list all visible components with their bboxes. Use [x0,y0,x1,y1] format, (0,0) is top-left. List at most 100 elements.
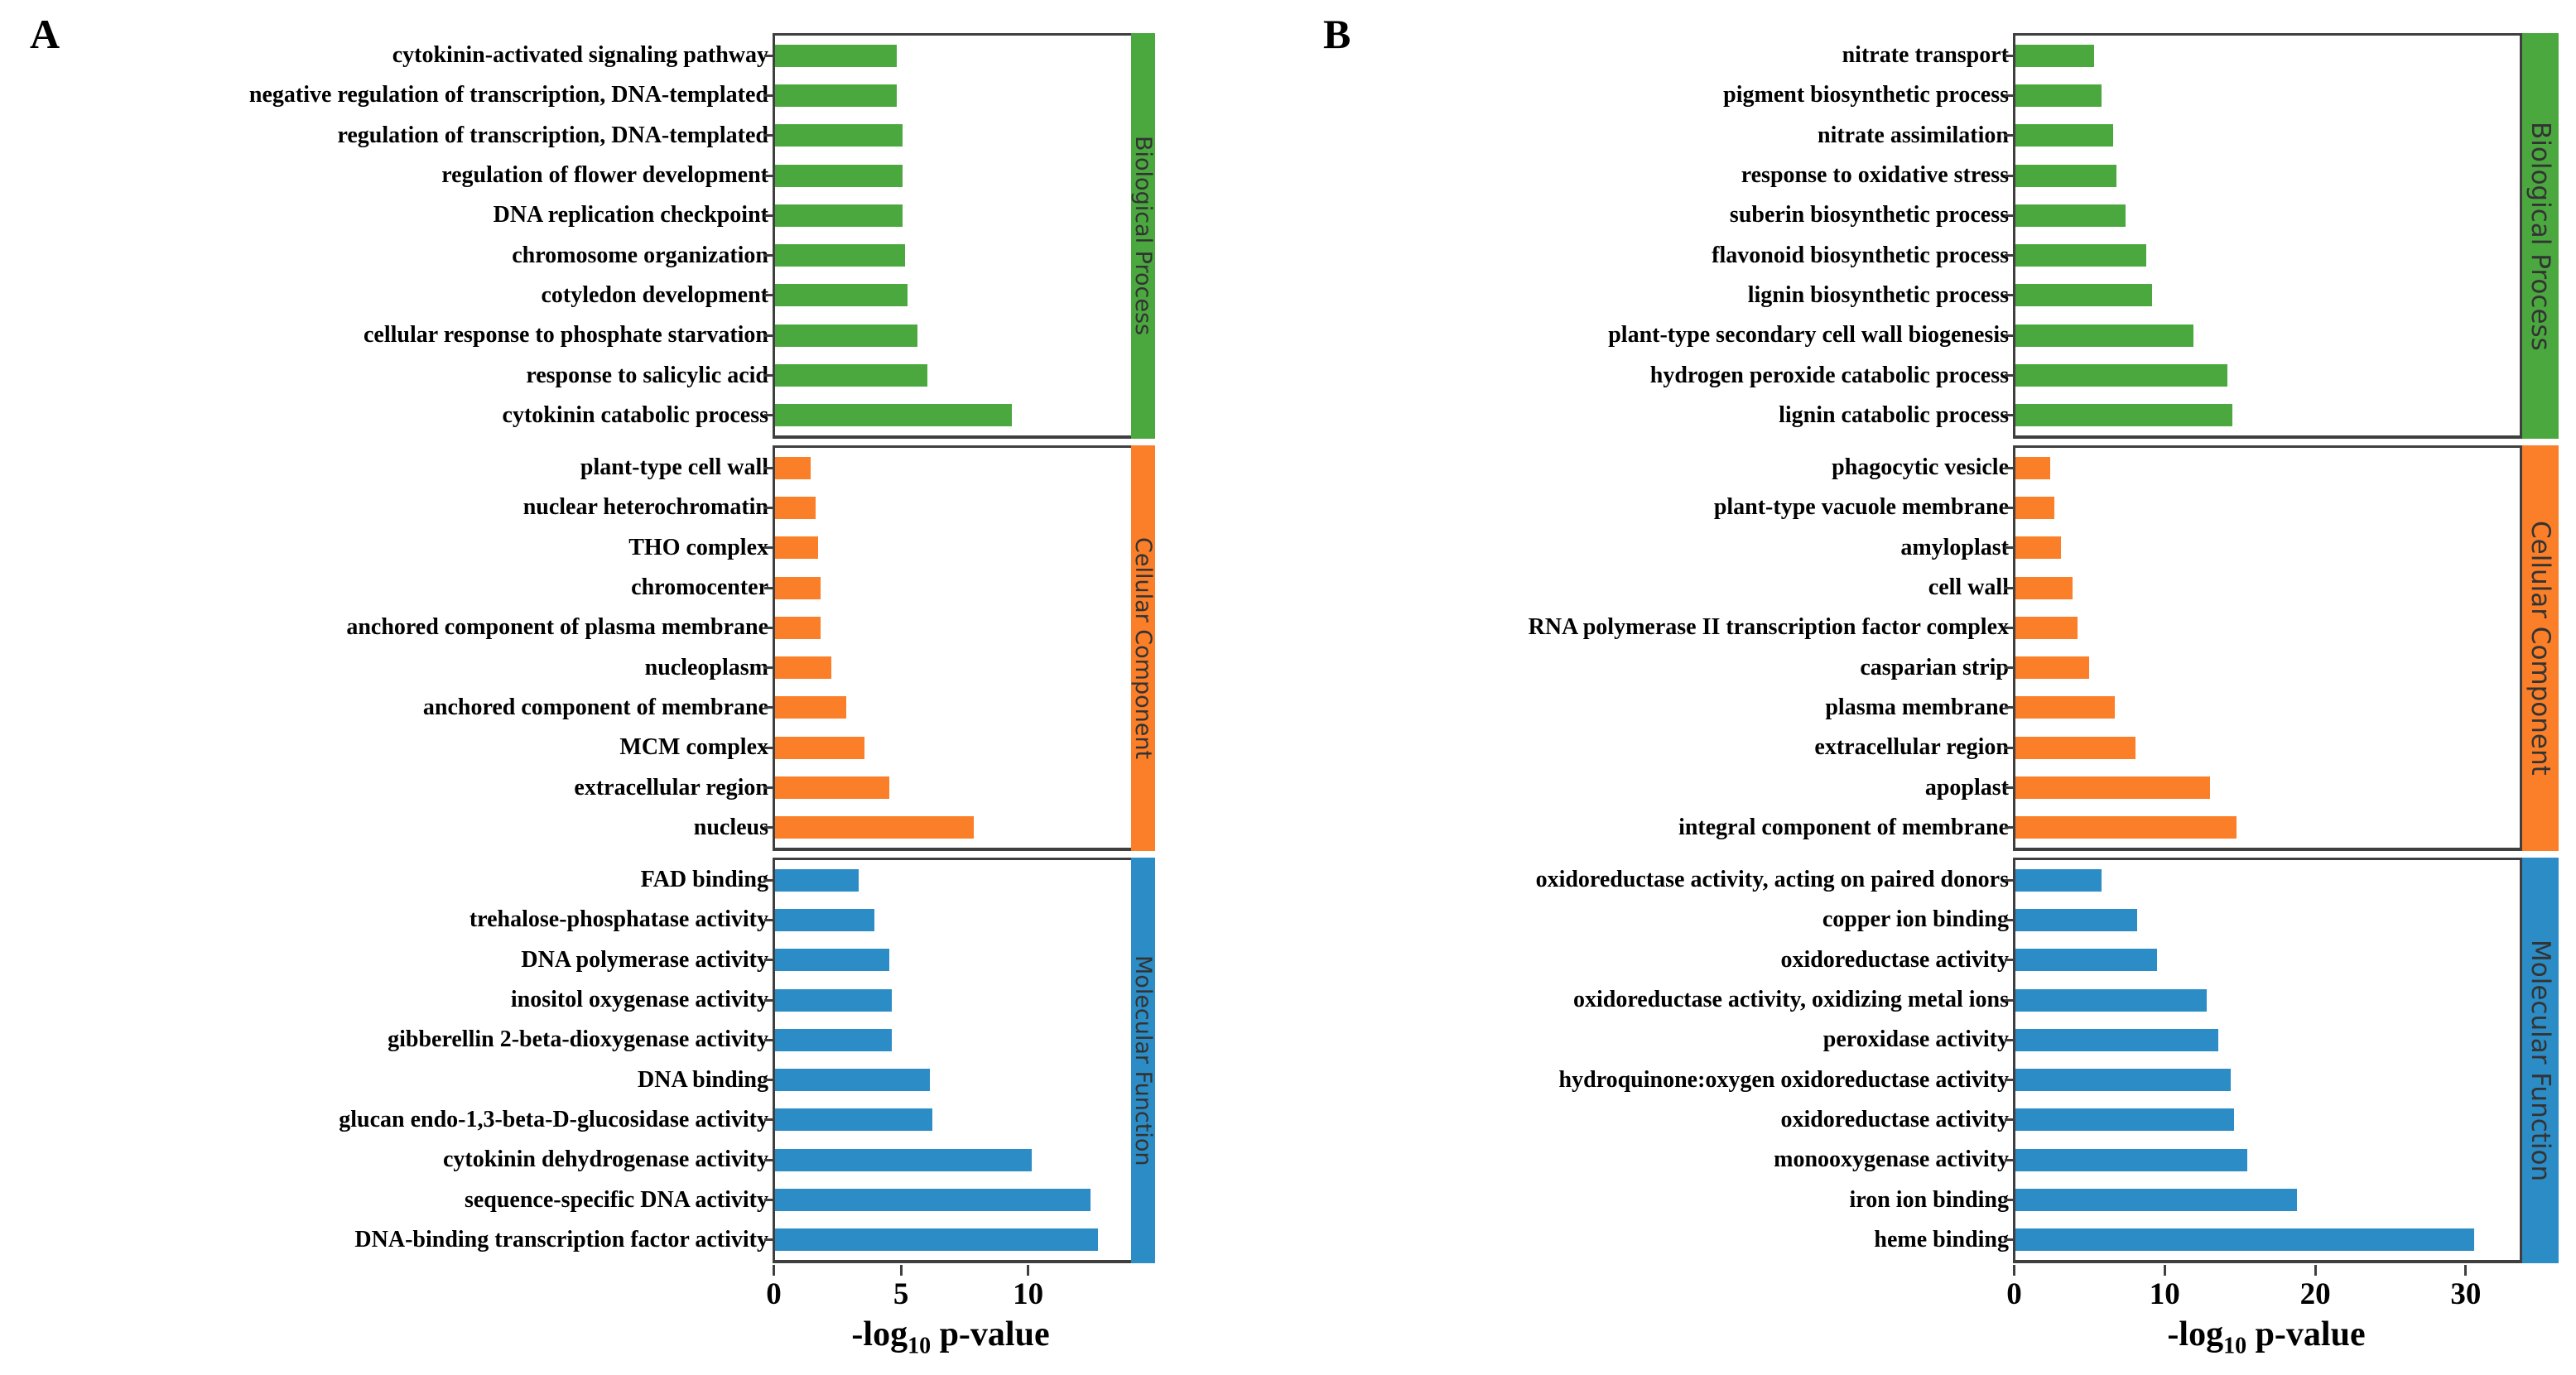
category-label: oxidoreductase activity, oxidizing metal… [1572,987,2009,1013]
bar [2015,1108,2234,1132]
category-label: extracellular region [574,774,768,800]
x-tick-label: 5 [893,1277,909,1311]
y-axis-tick [2005,294,2013,297]
bar [2015,404,2232,427]
bar [2015,536,2061,560]
bar [2015,496,2054,519]
y-axis-tick [764,918,773,921]
y-axis-tick [764,998,773,1002]
x-axis-tick [2464,1265,2468,1276]
bar [775,164,903,187]
panel-b-label: B [1323,11,1351,57]
bar [775,324,917,347]
bar [2015,1228,2474,1252]
bar [2015,868,2102,892]
plot-box-cellular-component [2013,445,2522,851]
group-strip-label: Cellular Component [2525,521,2555,776]
category-label: chromosome organization [512,242,768,268]
y-axis-tick [764,746,773,749]
group-strip: Cellular Component [2522,445,2559,851]
bar [2015,124,2113,147]
x-axis-title-subscript: 10 [908,1333,932,1359]
y-axis-tick [764,1158,773,1161]
y-axis-tick [2005,254,2013,257]
bar [2015,616,2078,639]
bar [2015,84,2102,107]
y-axis-tick [764,546,773,550]
category-label: nucleoplasm [644,654,768,680]
category-label: response to oxidative stress [1741,162,2009,189]
group-strip: Cellular Component [1130,445,1156,851]
category-label: glucan endo-1,3-beta-D-glucosidase activ… [339,1106,768,1132]
y-axis-tick [2005,586,2013,589]
category-label: nucleus [693,814,768,840]
category-label: peroxidase activity [1822,1026,2009,1053]
category-label: MCM complex [619,734,768,761]
bar [775,124,903,147]
y-axis-tick [764,214,773,217]
category-label: DNA binding [638,1066,768,1093]
y-axis-tick [2005,786,2013,790]
bar [775,1148,1032,1171]
y-axis-tick [764,414,773,417]
y-axis-tick [2005,1199,2013,1202]
x-axis-title-text: p-value [2246,1315,2366,1353]
category-label: response to salicylic acid [526,362,768,388]
category-label: THO complex [628,534,768,560]
bar [775,404,1012,427]
bar [2015,1069,2231,1092]
plot-box-cellular-component [773,445,1134,851]
category-label: amyloplast [1900,534,2009,560]
bar [2015,576,2073,599]
bar [2015,949,2157,972]
bar [2015,204,2126,227]
category-label: DNA polymerase activity [521,946,768,973]
group-strip-label: Molecular Function [1130,954,1156,1166]
category-label: plant-type vacuole membrane [1713,494,2009,521]
bar [2015,776,2210,800]
category-label: plant-type cell wall [580,454,768,481]
category-label: copper ion binding [1822,906,2009,933]
y-axis-tick [764,878,773,882]
y-axis-tick [764,586,773,589]
y-axis-tick [2005,626,2013,629]
category-label: regulation of flower development [441,162,768,189]
x-axis-tick [2314,1265,2317,1276]
plot-box-molecular-function [2013,858,2522,1263]
bar [775,1228,1098,1252]
y-axis-tick [764,666,773,670]
category-label: cotyledon development [541,281,768,308]
y-axis-tick [2005,214,2013,217]
category-label: DNA replication checkpoint [493,202,768,228]
category-label: chromocenter [631,575,768,601]
bar [2015,284,2152,307]
y-axis-tick [764,1118,773,1122]
bar [2015,988,2207,1012]
x-axis-tick [773,1265,775,1276]
bar [775,244,905,267]
category-label: phagocytic vesicle [1832,454,2009,481]
y-axis-tick [2005,506,2013,509]
bar [775,84,897,107]
y-axis-tick [2005,959,2013,962]
bar [2015,244,2146,267]
bar [2015,324,2193,347]
y-axis-tick [2005,1238,2013,1242]
bar [2015,456,2050,479]
category-label: plant-type secondary cell wall biogenesi… [1608,322,2009,349]
category-label: monooxygenase activity [1774,1147,2009,1173]
x-axis-tick [1027,1265,1030,1276]
y-axis-tick [764,626,773,629]
category-label: cellular response to phosphate starvatio… [364,322,768,349]
y-axis-tick [2005,374,2013,377]
y-axis-tick [764,1238,773,1242]
x-axis-title-panel-b: -log10 p-value [2167,1315,2365,1359]
category-label: plasma membrane [1825,694,2009,720]
x-axis-title-text: -log [2167,1315,2224,1353]
category-label: pigment biosynthetic process [1723,82,2009,108]
category-label: apoplast [1924,774,2009,800]
category-label: trehalose-phosphatase activity [469,906,768,933]
y-axis-tick [2005,54,2013,57]
bar [775,696,846,719]
